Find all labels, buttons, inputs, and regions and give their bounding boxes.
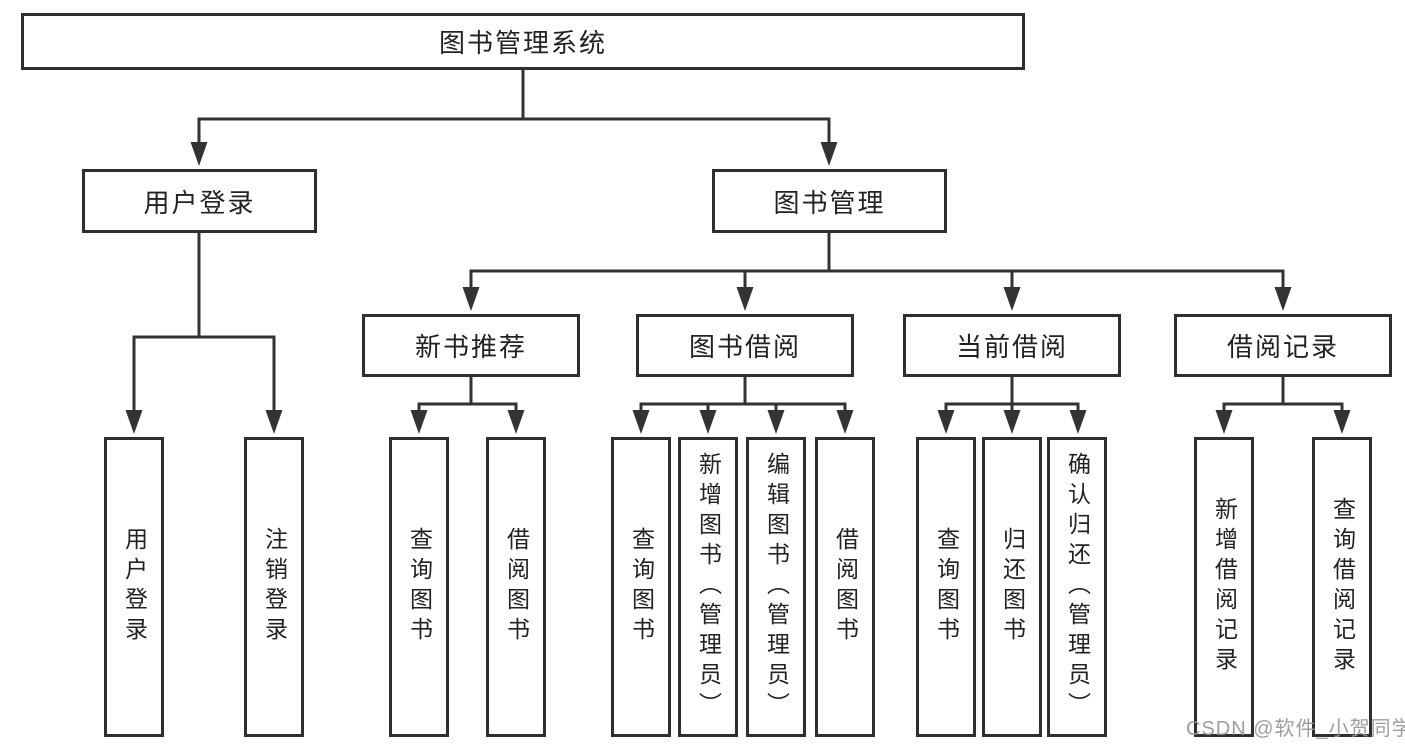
leaf-records-add: 新增借阅记录 [1194, 437, 1254, 737]
leaf-records-query: 查询借阅记录 [1312, 437, 1372, 737]
node-user-login: 用户登录 [82, 169, 317, 233]
node-book-mgmt: 图书管理 [712, 169, 947, 233]
leaf-new-books-query: 查询图书 [389, 437, 449, 737]
node-user-login-label: 用户登录 [143, 187, 256, 218]
edge-new-books-split [417, 375, 518, 420]
watermark: CSDN @软件_小贺同学 [1186, 718, 1405, 740]
node-current-borrow: 当前借阅 [903, 314, 1121, 377]
leaf-logout-label: 注销登录 [261, 527, 288, 647]
leaf-borrow-query: 查询图书 [611, 437, 671, 737]
edge-book-borrow-split [639, 375, 847, 420]
leaf-new-books-query-label: 查询图书 [406, 527, 433, 647]
node-new-books-label: 新书推荐 [414, 332, 527, 362]
leaf-new-books-borrow: 借阅图书 [486, 437, 546, 737]
node-current-borrow-label: 当前借阅 [955, 332, 1068, 362]
edge-book-mgmt-split [469, 231, 1285, 298]
leaf-borrow-query-label: 查询图书 [628, 527, 655, 647]
edge-current-borrow-split [944, 375, 1080, 420]
node-root: 图书管理系统 [21, 13, 1025, 70]
edge-user-login-split [132, 231, 276, 420]
leaf-borrow-add-label: 新增图书（管理员） [695, 452, 722, 722]
leaf-current-query: 查询图书 [916, 437, 976, 737]
leaf-current-return: 归还图书 [982, 437, 1042, 737]
leaf-records-query-label: 查询借阅记录 [1329, 497, 1356, 677]
leaf-borrow-edit-label: 编辑图书（管理员） [763, 452, 790, 722]
leaf-logout: 注销登录 [244, 437, 304, 737]
leaf-current-return-label: 归还图书 [999, 527, 1026, 647]
edge-borrow-records-split [1222, 375, 1344, 420]
node-book-borrow-label: 图书借阅 [688, 332, 801, 362]
leaf-current-confirm: 确认归还（管理员） [1047, 437, 1107, 737]
leaf-new-books-borrow-label: 借阅图书 [503, 527, 530, 647]
node-book-borrow: 图书借阅 [636, 314, 854, 377]
leaf-user-login-label: 用户登录 [121, 527, 148, 647]
leaf-borrow-borrow: 借阅图书 [815, 437, 875, 737]
node-book-mgmt-label: 图书管理 [773, 187, 886, 218]
leaf-current-query-label: 查询图书 [933, 527, 960, 647]
edge-root-split [197, 68, 831, 152]
leaf-borrow-add: 新增图书（管理员） [678, 437, 738, 737]
leaf-borrow-borrow-label: 借阅图书 [832, 527, 859, 647]
node-borrow-records: 借阅记录 [1174, 314, 1392, 377]
node-root-label: 图书管理系统 [438, 28, 607, 58]
leaf-current-confirm-label: 确认归还（管理员） [1064, 452, 1091, 722]
leaf-borrow-edit: 编辑图书（管理员） [746, 437, 806, 737]
node-borrow-records-label: 借阅记录 [1226, 332, 1339, 362]
node-new-books: 新书推荐 [362, 314, 580, 377]
leaf-records-add-label: 新增借阅记录 [1211, 497, 1238, 677]
leaf-user-login: 用户登录 [104, 437, 164, 737]
